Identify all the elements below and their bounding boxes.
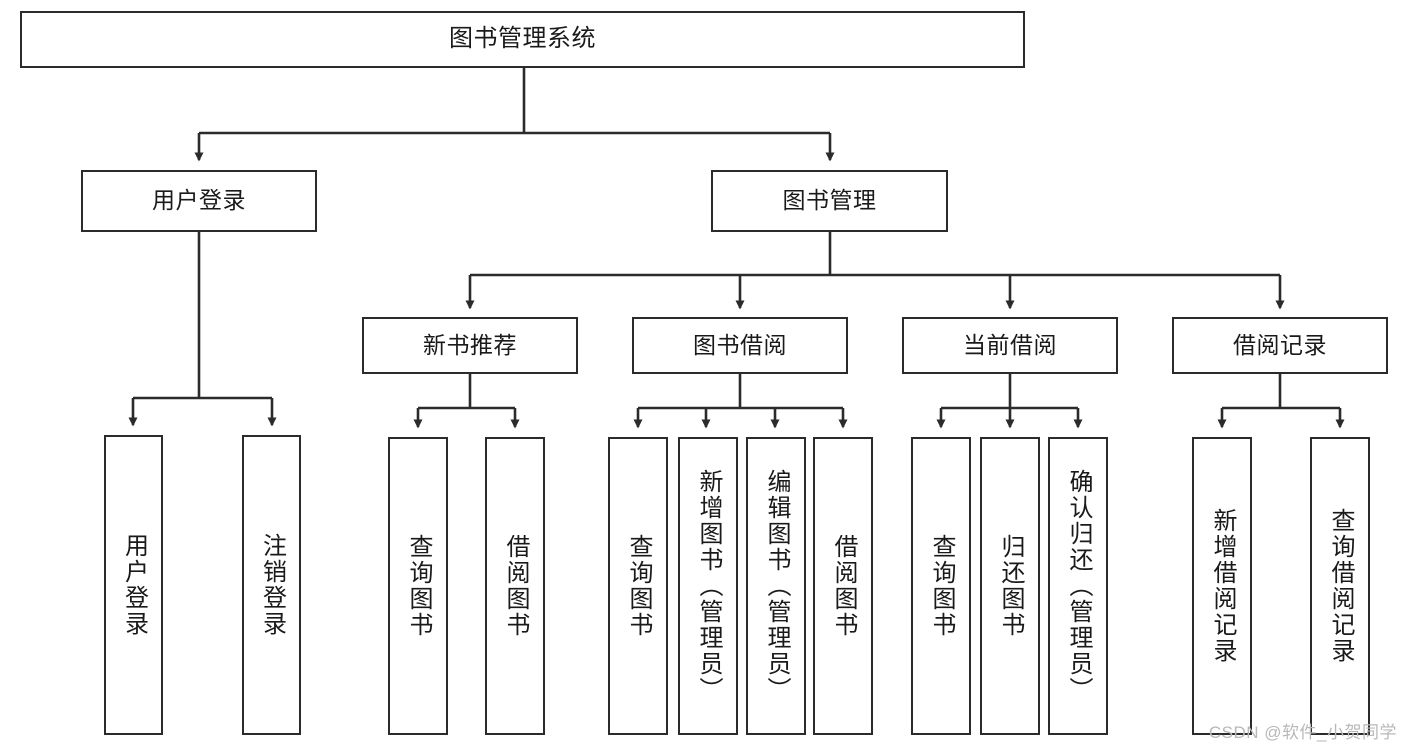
leaf-borrow-record-add[interactable]: 新增借阅记录 [1192, 437, 1252, 735]
node-book-management[interactable]: 图书管理 [711, 170, 948, 232]
node-new-book-recommend[interactable]: 新书推荐 [362, 317, 578, 374]
leaf-current-borrow-return[interactable]: 归还图书 [980, 437, 1040, 735]
leaf-current-borrow-query[interactable]: 查询图书 [911, 437, 971, 735]
node-label: 确认归还（管理员） [1065, 469, 1092, 703]
leaf-borrow-record-query[interactable]: 查询借阅记录 [1310, 437, 1370, 735]
leaf-book-borrow-borrow[interactable]: 借阅图书 [813, 437, 873, 735]
node-label: 查询图书 [405, 534, 432, 638]
leaf-book-borrow-edit[interactable]: 编辑图书（管理员） [746, 437, 806, 735]
node-label: 用户登录 [152, 187, 246, 214]
node-label: 借阅图书 [502, 534, 529, 638]
node-label: 归还图书 [997, 534, 1024, 638]
node-label: 注销登录 [258, 533, 286, 637]
node-label: 新增图书（管理员） [695, 469, 722, 703]
watermark-text: CSDN @软件_小贺同学 [1208, 723, 1397, 742]
leaf-new-book-borrow[interactable]: 借阅图书 [485, 437, 545, 735]
node-borrow-record[interactable]: 借阅记录 [1172, 317, 1388, 374]
node-label: 当前借阅 [963, 331, 1057, 358]
node-label: 新书推荐 [423, 331, 517, 358]
node-label: 图书管理 [782, 187, 877, 214]
node-root-system[interactable]: 图书管理系统 [20, 11, 1025, 68]
leaf-new-book-query[interactable]: 查询图书 [388, 437, 448, 735]
node-label: 用户登录 [120, 533, 148, 637]
leaf-current-borrow-confirm[interactable]: 确认归还（管理员） [1048, 437, 1108, 735]
node-label: 借阅记录 [1233, 331, 1327, 358]
node-label: 图书管理系统 [449, 25, 596, 53]
node-label: 编辑图书（管理员） [763, 469, 790, 703]
node-label: 查询图书 [625, 534, 652, 638]
leaf-book-borrow-add[interactable]: 新增图书（管理员） [678, 437, 738, 735]
leaf-user-login-logout[interactable]: 注销登录 [242, 435, 301, 735]
leaf-user-login-login[interactable]: 用户登录 [104, 435, 163, 735]
node-label: 新增借阅记录 [1209, 508, 1236, 664]
node-label: 借阅图书 [830, 534, 857, 638]
node-label: 查询图书 [928, 534, 955, 638]
node-label: 图书借阅 [693, 331, 787, 358]
node-book-borrow[interactable]: 图书借阅 [632, 317, 848, 374]
leaf-book-borrow-query[interactable]: 查询图书 [608, 437, 668, 735]
node-current-borrow[interactable]: 当前借阅 [902, 317, 1118, 374]
node-user-login[interactable]: 用户登录 [81, 170, 317, 232]
node-label: 查询借阅记录 [1327, 508, 1354, 664]
